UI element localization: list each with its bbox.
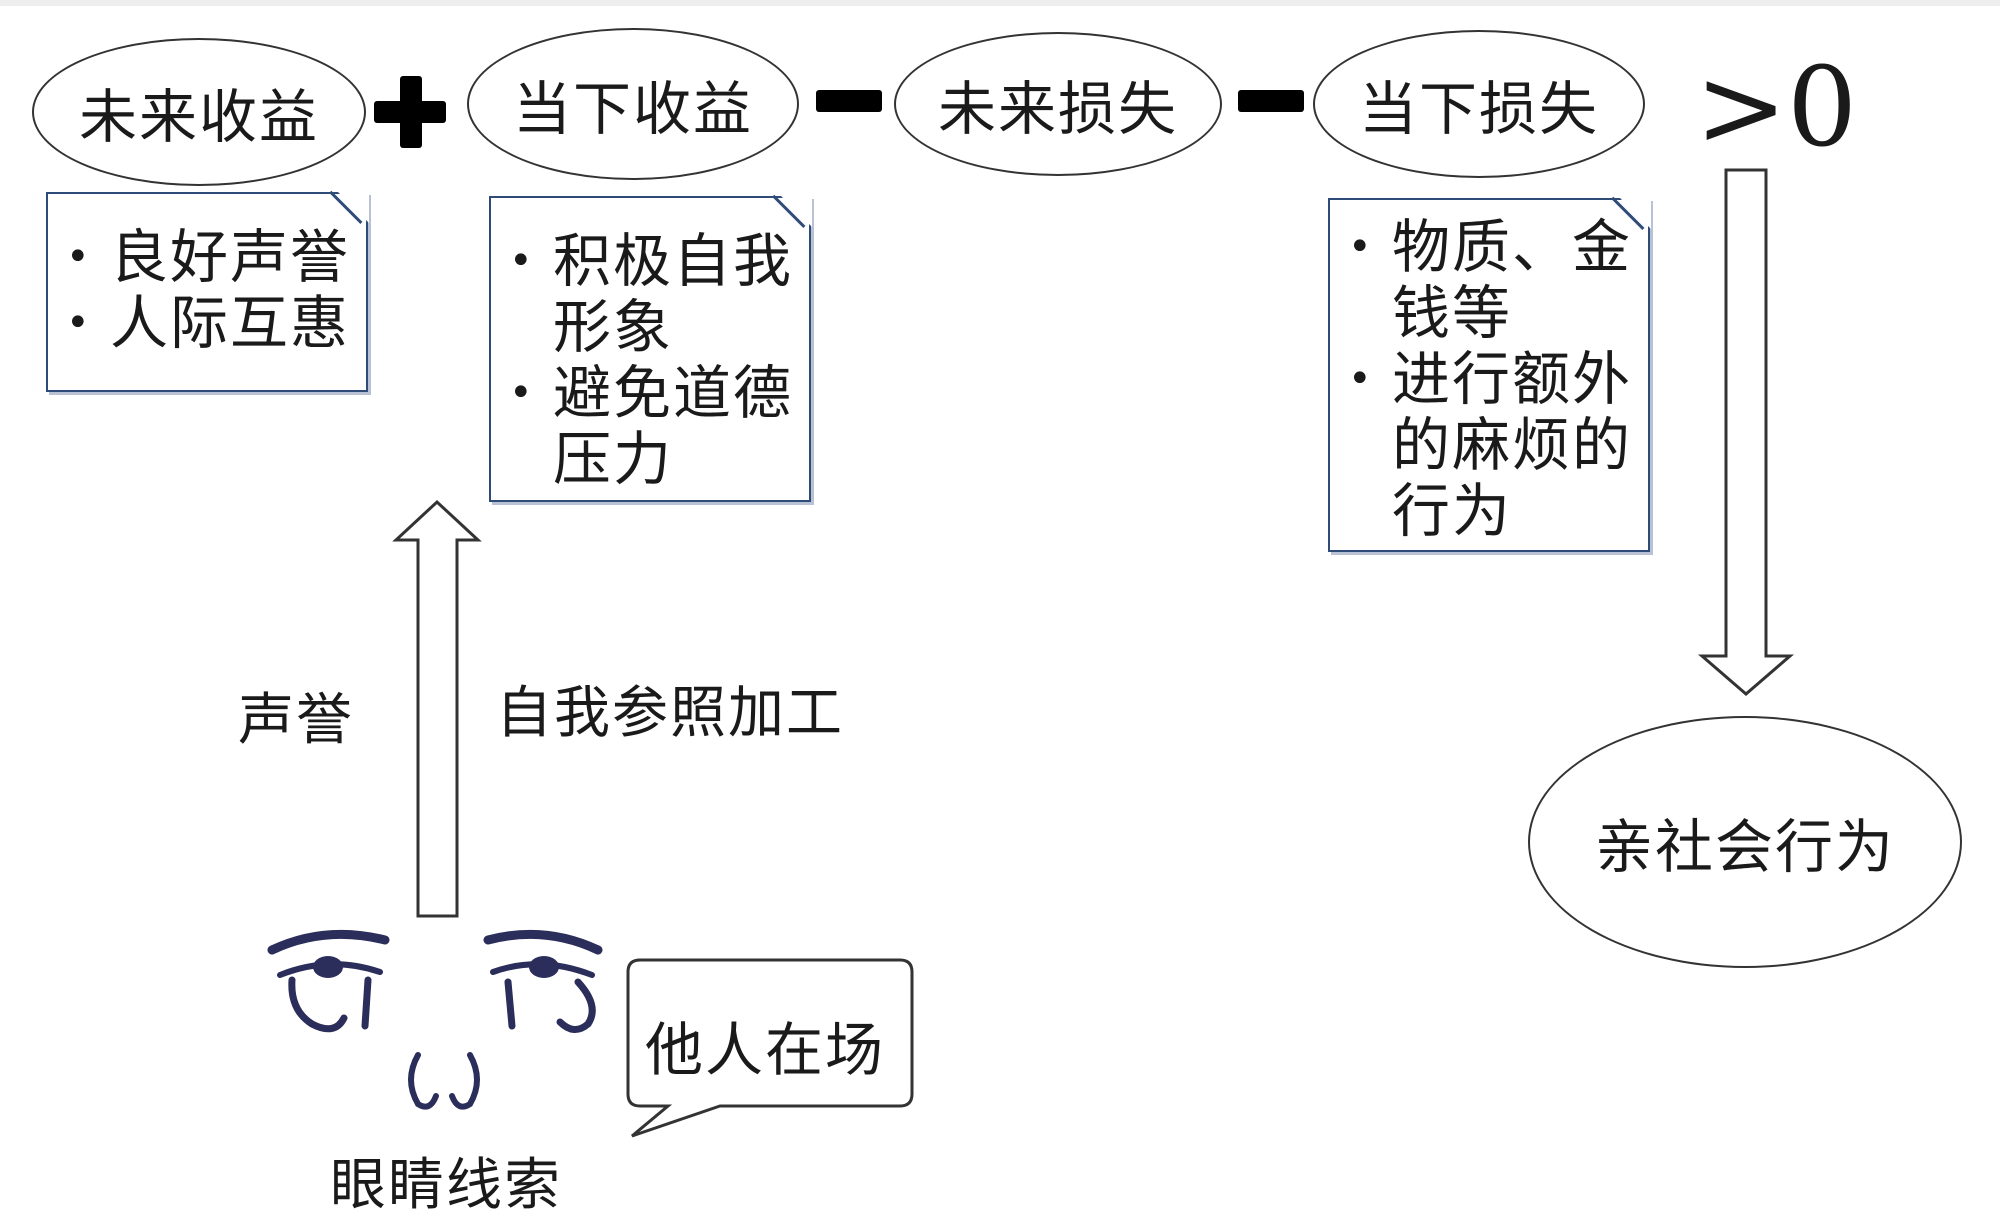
present-gain-ellipse: 当下收益 [467,28,799,180]
note-item: 避免道德压力 [491,360,809,492]
note-item: 积极自我形象 [491,228,809,360]
note-item: 人际互惠 [48,290,366,356]
self-reference-label: 自我参照加工 [496,681,844,746]
minus-operator-1 [816,90,882,112]
top-border [0,0,2000,6]
present-gain-label: 当下收益 [512,75,753,143]
note-item: 进行额外的麻烦的行为 [1330,346,1648,544]
eye-icon [267,929,603,1110]
speech-bubble [626,958,914,1138]
present-loss-note: 物质、金钱等 进行额外的麻烦的行为 [1328,196,1651,552]
plus-operator [374,76,446,148]
down-arrow [1697,168,1795,696]
reputation-label: 声誉 [238,688,354,753]
future-loss-label: 未来损失 [937,75,1178,143]
note-item: 良好声誉 [48,224,366,290]
future-gain-label: 未来收益 [78,83,319,151]
future-gain-note: 良好声誉 人际互惠 [46,190,369,392]
present-loss-label: 当下损失 [1358,75,1599,143]
up-arrow [392,499,482,918]
minus-operator-2 [1238,90,1304,112]
bubble-label: 他人在场 [645,1016,886,1084]
prosocial-behavior-ellipse: 亲社会行为 [1528,716,1962,968]
present-loss-ellipse: 当下损失 [1313,30,1645,178]
eye-cues-label: 眼睛线索 [330,1153,562,1218]
present-gain-note: 积极自我形象 避免道德压力 [489,194,812,502]
note-item: 物质、金钱等 [1330,214,1648,346]
future-loss-ellipse: 未来损失 [894,32,1222,176]
future-gain-ellipse: 未来收益 [32,38,366,186]
greater-than-zero: >0 [1695,43,1858,171]
prosocial-behavior-label: 亲社会行为 [1594,813,1895,881]
